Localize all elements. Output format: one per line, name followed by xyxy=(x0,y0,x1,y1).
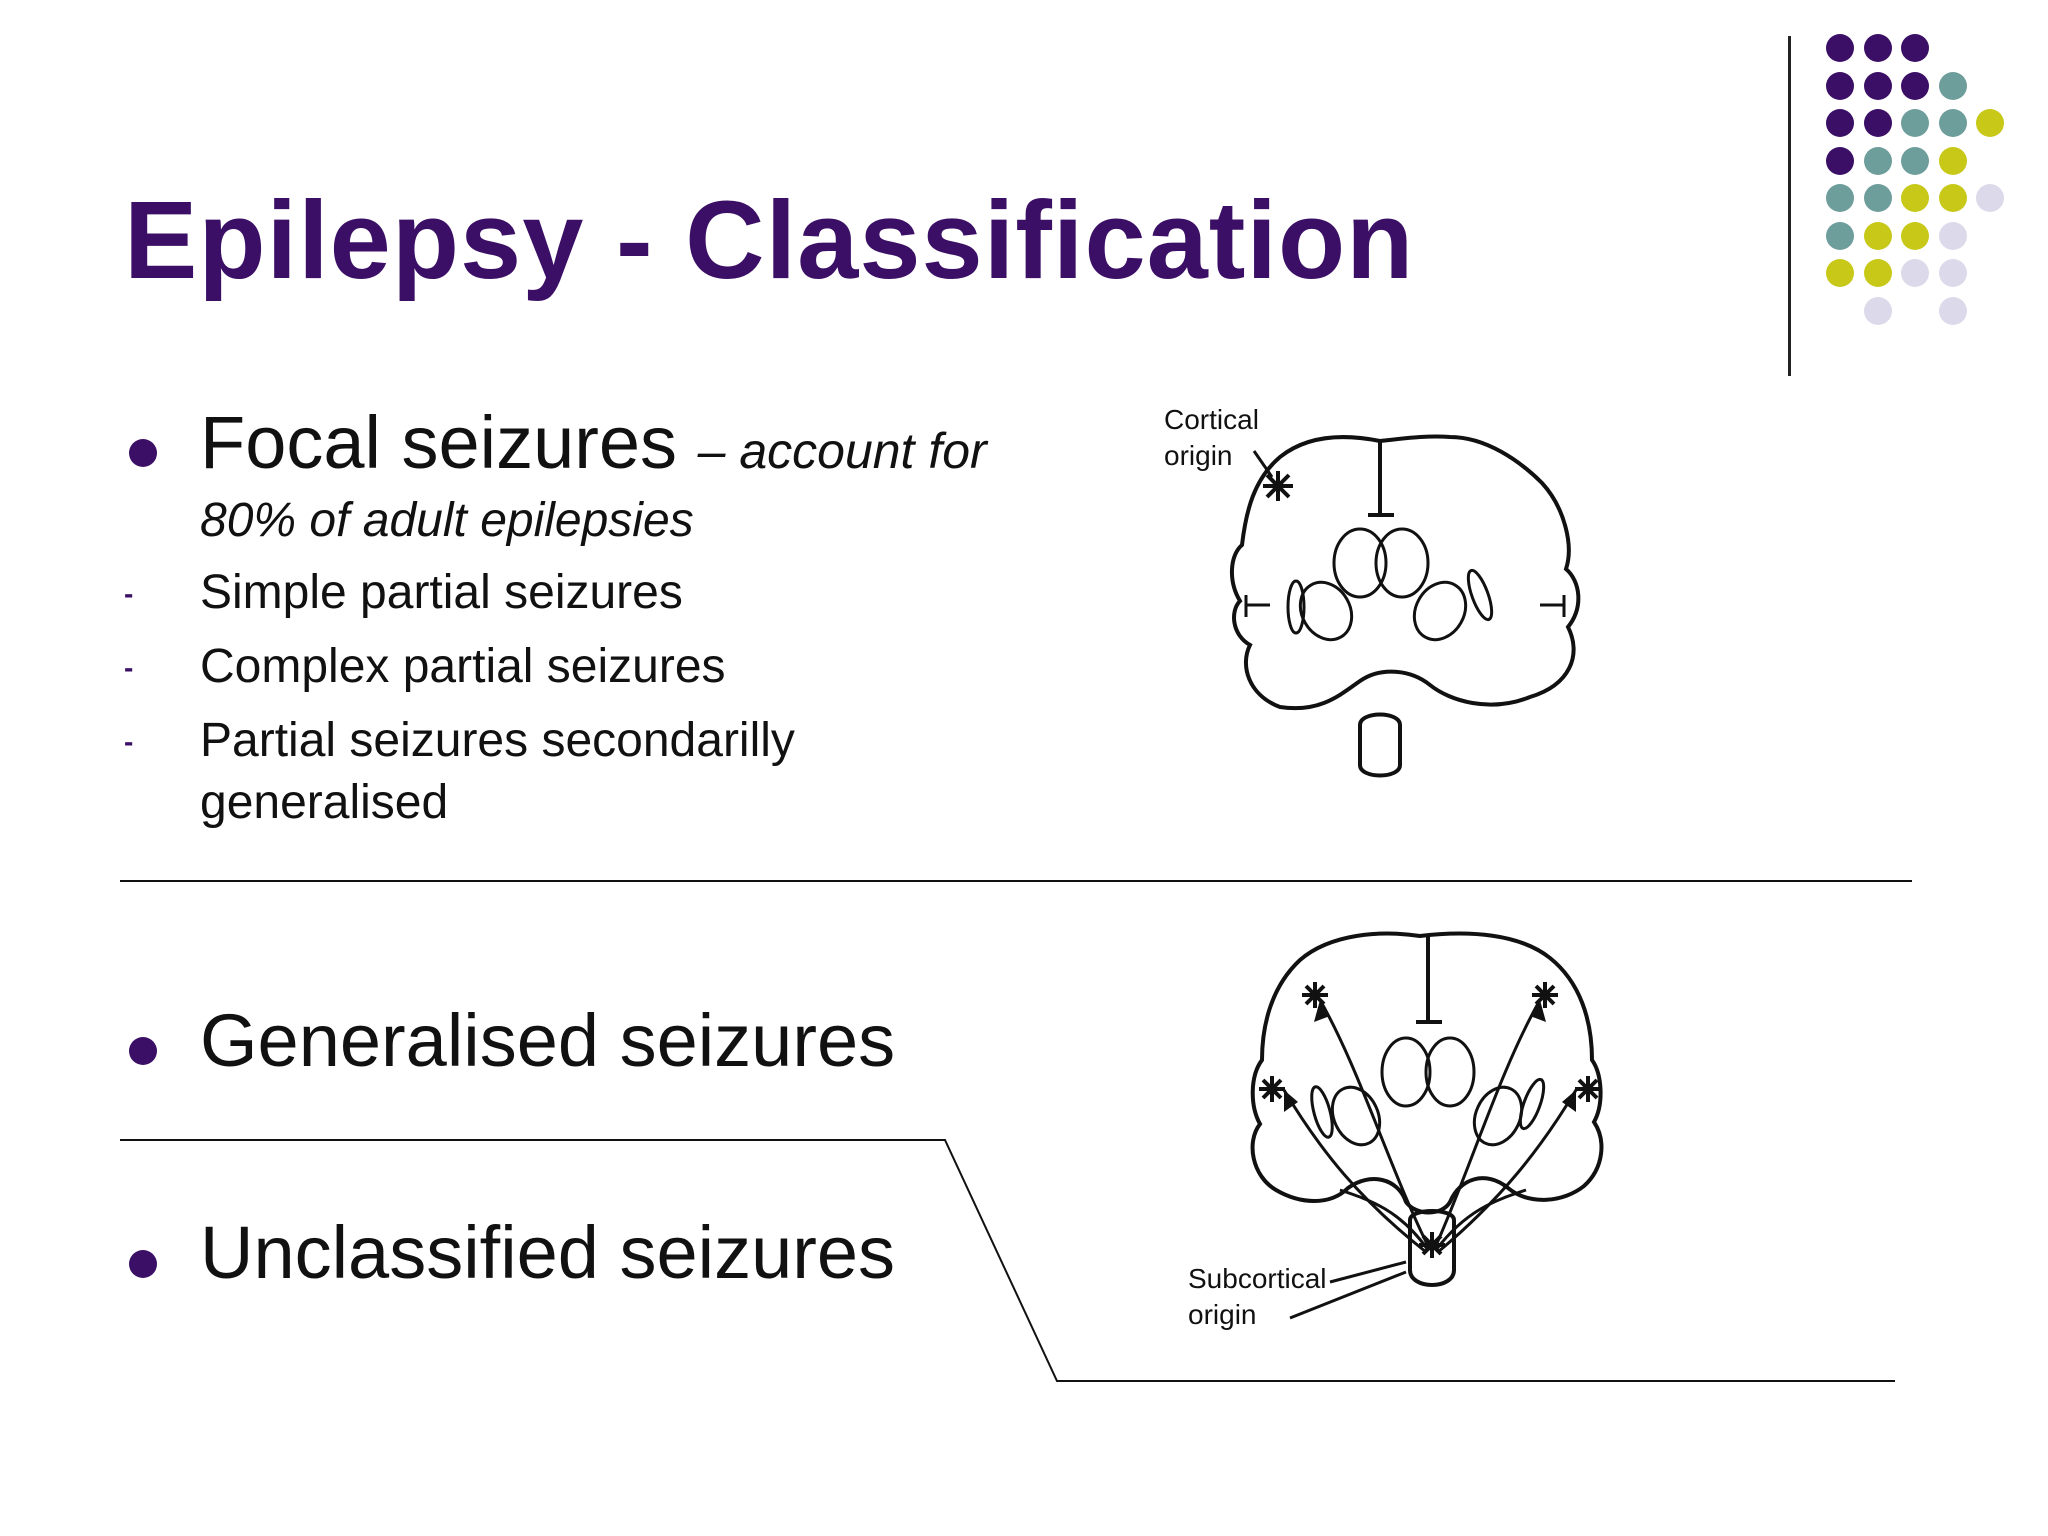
bullet-icon xyxy=(129,1037,157,1065)
cortical-focus-icon xyxy=(1259,982,1601,1102)
focal-note-line-2: 80% of adult epilepsies xyxy=(200,490,694,552)
focal-note-1: – account for xyxy=(697,423,987,479)
vertical-divider xyxy=(1788,36,1791,376)
focal-note-2: 80% of adult epilepsies xyxy=(200,494,694,547)
cortical-focus-icon xyxy=(1263,471,1293,501)
subitem-secondary-cont: generalised xyxy=(200,776,449,829)
divider-bottom xyxy=(120,1139,1895,1382)
brain-diagram-subcortical: Subcortical origin xyxy=(1188,931,1604,1330)
bullet-icon xyxy=(129,439,157,467)
dash-icon: - xyxy=(124,652,134,683)
bullet-icon xyxy=(129,1250,157,1278)
generalised-heading: Generalised seizures xyxy=(200,999,896,1082)
focal-heading: Focal seizures xyxy=(200,401,678,484)
subitem-complex: Complex partial seizures xyxy=(200,640,726,693)
unclassified-heading: Unclassified seizures xyxy=(200,1211,896,1294)
subitem-secondary: Partial seizures secondarilly xyxy=(200,714,795,767)
dash-icon: - xyxy=(124,578,134,609)
subcortical-label-2: origin xyxy=(1188,1299,1256,1330)
cortical-label-2: origin xyxy=(1164,440,1232,471)
brain-diagram-cortical: Cortical origin xyxy=(1164,404,1581,778)
subitem-simple: Simple partial seizures xyxy=(200,566,683,619)
subcortical-focus-icon xyxy=(1419,1232,1445,1258)
dash-icon: - xyxy=(124,726,134,757)
subcortical-label-1: Subcortical xyxy=(1188,1263,1327,1294)
slide-title: Epilepsy - Classification xyxy=(124,179,1415,302)
cortical-label-1: Cortical xyxy=(1164,404,1259,435)
focal-heading-line: Focal seizures – account for xyxy=(200,400,987,485)
